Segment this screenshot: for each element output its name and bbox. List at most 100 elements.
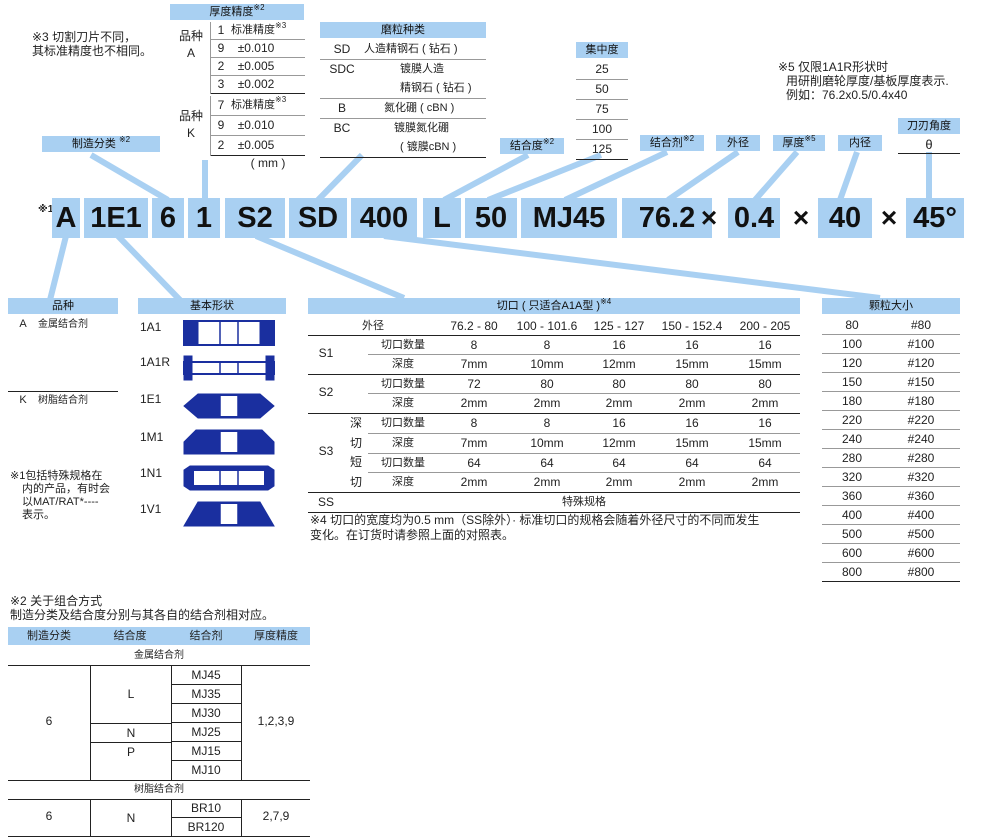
cell: 2mm — [605, 475, 633, 489]
grit-row: 120 #120 — [822, 354, 960, 373]
cell: ±0.010 — [237, 118, 275, 132]
grit-row: 150#150 — [822, 373, 960, 392]
grit-row: 180#180 — [822, 392, 960, 411]
cell: #120 — [907, 356, 935, 370]
combo-metal-label: 金属结合剂 — [8, 647, 310, 666]
thickness-header: 厚度精度※2 — [170, 4, 304, 20]
cell — [320, 79, 364, 98]
bond-sup: ※2 — [682, 134, 695, 143]
concentration-value: 100 — [576, 120, 628, 140]
cell: K — [19, 394, 27, 406]
combo-resin-bonds: BR10 BR120 — [171, 800, 242, 836]
code-notch: S2 — [225, 198, 285, 238]
abrasive-row: SDC 镀膜人造 — [320, 60, 486, 79]
cell: 320 — [841, 470, 863, 484]
cell: 72 — [467, 377, 481, 391]
cell: SDC — [329, 62, 355, 76]
thickness-header-text: 厚度精度 — [209, 6, 254, 18]
cell: 10mm — [530, 436, 564, 450]
shapes-header: 基本形状 — [138, 298, 286, 314]
cell: 切口数量 — [381, 457, 425, 469]
group-k-label-2: K — [186, 126, 195, 140]
cell: 切口数量 — [381, 417, 425, 429]
shape-1e1-icon — [183, 393, 275, 419]
cell: 280 — [841, 451, 863, 465]
notch-s2: S2 切口数量 72 80 80 80 80 深度 2mm 2mm 2mm 2m… — [308, 375, 800, 414]
code-prefix: ※1 — [38, 204, 54, 215]
variety-note-line: 表示。 — [22, 509, 55, 521]
cell: 500 — [841, 527, 863, 541]
notch-row: 深度 7mm 10mm 12mm 15mm 15mm — [368, 434, 800, 454]
cell: 9 — [217, 41, 225, 55]
shape-1a1-label: 1A1 — [140, 320, 162, 334]
notch-row: 切口数量 8 8 16 16 16 — [368, 336, 800, 355]
notch-row: 切口数量 64 64 64 64 64 — [368, 454, 800, 473]
cell: 64 — [758, 456, 772, 470]
combo-resin-label: 树脂结合剂 — [8, 781, 310, 800]
variety-note-line: ※1包括特殊规格在 — [10, 470, 103, 482]
notch-s1-label: S1 — [318, 346, 334, 360]
manufacture-label-text: 制造分类 — [71, 138, 116, 150]
cell: 64 — [540, 456, 554, 470]
grit-row: 500#500 — [822, 525, 960, 544]
cell: 64 — [685, 456, 699, 470]
cell: 600 — [841, 546, 863, 560]
thickness-group-k-label: 品种 K — [172, 108, 210, 142]
cell: 切口数量 — [381, 339, 425, 351]
combo-bond: BR120 — [187, 820, 225, 834]
cell: 深度 — [392, 437, 414, 449]
cell: ±0.010 — [237, 41, 275, 55]
notch-s3: S3 深 切 短 切 切口数量 8 8 16 16 16 深度 7mm 10mm… — [308, 414, 800, 493]
od-label: 外径 — [716, 135, 760, 151]
cell: 2mm — [533, 475, 561, 489]
notch-row: 切口数量 72 80 80 80 80 — [368, 375, 800, 394]
cell: #80 — [910, 318, 932, 332]
cell: 2 — [217, 138, 225, 152]
abrasive-row: ( 镀膜cBN ) — [320, 138, 486, 158]
cell: 16 — [685, 416, 699, 430]
notch-header: 切口 ( 只适合A1A型 )※4 — [308, 298, 800, 314]
cell: 16 — [758, 416, 772, 430]
cell: 8 — [543, 338, 551, 352]
cell: 12mm — [602, 436, 636, 450]
cell: #150 — [907, 375, 935, 389]
cell-sup: ※3 — [275, 95, 287, 104]
cell: 2mm — [605, 396, 633, 410]
notch-body: S1 切口数量 8 8 16 16 16 深度 7mm 10mm 12mm 15… — [308, 336, 800, 513]
cell: ±0.002 — [237, 77, 275, 91]
code-shape: 1E1 — [84, 198, 148, 238]
grit-row: 220#220 — [822, 411, 960, 430]
bond-grade-label: 结合度※2 — [500, 138, 564, 154]
variety-header: 品种 — [8, 298, 118, 314]
cell: 16 — [612, 338, 626, 352]
combo-metal-class: 6 — [45, 714, 53, 728]
notch-row: 切口数量 8 8 16 16 16 — [368, 414, 800, 434]
cell: 80 — [612, 377, 626, 391]
combo-metal-precision: 1,2,3,9 — [257, 714, 295, 728]
cell: 镀膜人造 — [400, 63, 444, 75]
cell: 100 — [841, 337, 863, 351]
grit-row: 360#360 — [822, 487, 960, 506]
thickness-row: 9 ±0.010 — [211, 40, 305, 58]
cell: 120 — [841, 356, 863, 370]
code-od: 76.2 — [622, 198, 712, 238]
cell: 9 — [217, 118, 225, 132]
shape-1a1r-icon — [183, 355, 275, 381]
cell: 深度 — [392, 476, 414, 488]
id-label: 内径 — [838, 135, 882, 151]
grit-header: 颗粒大小 — [822, 298, 960, 314]
cell: 180 — [841, 394, 863, 408]
cell: 2 — [217, 59, 225, 73]
notch-ss-label: SS — [317, 495, 334, 509]
notch-s3-sub-char: 切 — [349, 474, 362, 489]
combo-header-cell: 厚度精度 — [254, 630, 298, 642]
notch-s3-sub-char: 深 — [349, 416, 362, 430]
combo-resin-class: 6 — [45, 809, 53, 823]
thickness-row: 2±0.005 — [211, 58, 305, 76]
